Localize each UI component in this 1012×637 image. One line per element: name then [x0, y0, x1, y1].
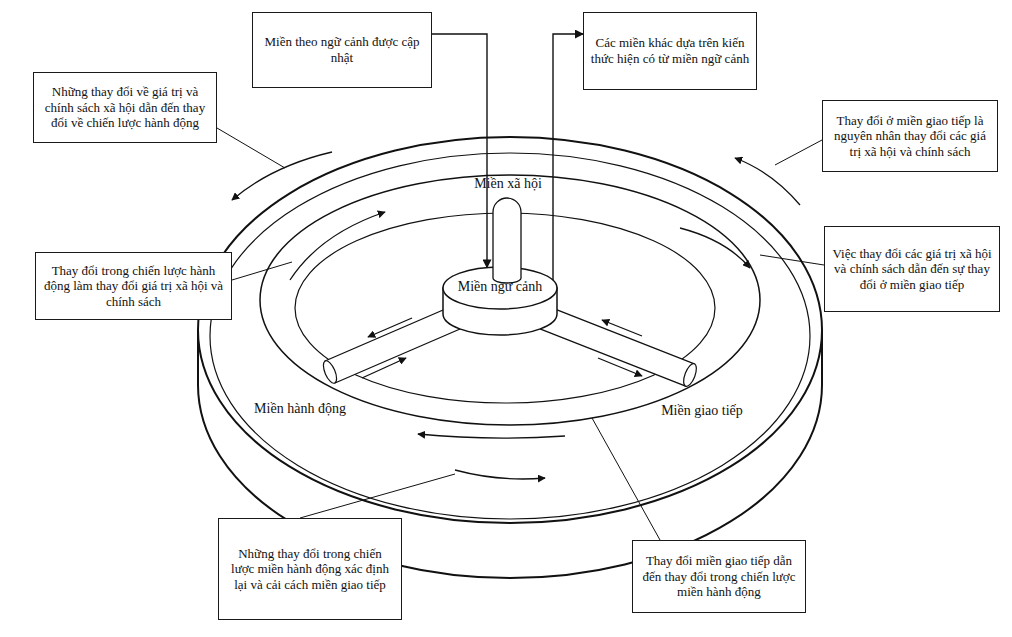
wheel-rim-inner	[210, 153, 810, 519]
leader-line	[300, 474, 455, 518]
annotation-box: Thay đổi trong chiến lược hành động làm …	[35, 252, 232, 320]
flow-arrow-small	[602, 320, 642, 336]
cycle-arrow	[232, 152, 332, 200]
annotation-box: Thay đổi ở miền giao tiếp là nguyên nhân…	[822, 100, 998, 172]
action-tube-end	[321, 359, 340, 385]
inner-ring	[260, 175, 760, 425]
leader-line	[775, 140, 822, 165]
box-text: Thay đổi miền giao tiếp dẫn đến thay đổi…	[639, 553, 799, 600]
annotation-box: Việc thay đổi các giá trị xã hội và chín…	[824, 226, 1000, 312]
annotation-box: Những thay đổi về giá trị và chính sách …	[33, 72, 217, 143]
cycle-arrow	[455, 470, 545, 479]
flow-arrow	[432, 34, 487, 268]
leader-line	[217, 128, 285, 168]
communication-tube	[541, 307, 695, 386]
flow-arrow	[553, 34, 583, 280]
cycle-arrow	[735, 158, 800, 205]
action-tube	[325, 307, 460, 383]
communication-tube-end	[681, 362, 699, 388]
cycle-arrow	[680, 228, 750, 268]
flow-arrow-small	[362, 358, 406, 378]
flow-arrow-small	[368, 318, 412, 337]
box-text: Việc thay đổi các giá trị xã hội và chín…	[831, 246, 993, 293]
annotation-box: Các miền khác dựa trên kiến thức hiện có…	[583, 12, 757, 90]
box-text: Những thay đổi về giá trị và chính sách …	[40, 84, 210, 131]
annotation-box: Thay đổi miền giao tiếp dẫn đến thay đổi…	[632, 540, 806, 613]
box-text: Những thay đổi trong chiến lược miền hàn…	[225, 546, 395, 593]
cycle-arrow	[290, 212, 385, 280]
flow-arrow-small	[598, 358, 642, 376]
leader-line	[592, 418, 660, 540]
cycle-arrow	[418, 434, 565, 438]
wheel-rim-top	[198, 137, 822, 523]
leader-line	[760, 255, 824, 265]
box-text: Các miền khác dựa trên kiến thức hiện có…	[590, 35, 750, 66]
box-text: Miền theo ngữ cảnh được cập nhật	[259, 34, 425, 65]
box-text: Thay đổi trong chiến lược hành động làm …	[42, 263, 225, 310]
domain-label: Miền giao tiếp	[661, 403, 743, 419]
annotation-box: Miền theo ngữ cảnh được cập nhật	[252, 12, 432, 88]
social-tube	[493, 198, 521, 283]
leader-line	[232, 262, 292, 280]
annotation-box: Những thay đổi trong chiến lược miền hàn…	[218, 518, 402, 620]
box-text: Thay đổi ở miền giao tiếp là nguyên nhân…	[829, 113, 991, 160]
domain-label: Miền hành động	[254, 401, 346, 417]
domain-label: Miền xã hội	[474, 176, 542, 192]
